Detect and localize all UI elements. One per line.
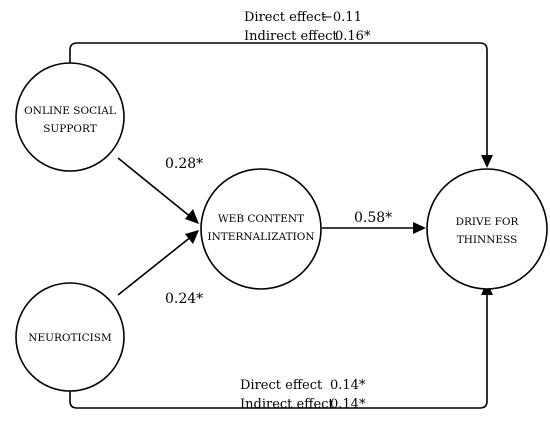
bottom-direct-effect-label: Direct effect: [240, 378, 323, 393]
neuro-to-wci-line: [117, 235, 193, 296]
node-label: ONLINE SOCIAL: [24, 105, 116, 117]
node-neuroticism: NEUROTICISM: [15, 282, 125, 392]
top-indirect-effect-value: 0.16*: [335, 29, 371, 44]
top-direct-effect-label: Direct effect: [244, 10, 327, 25]
top-direct-effect-value: −0.11: [322, 10, 362, 25]
neuro-to-wci-coefficient: 0.24*: [165, 291, 203, 307]
node-label: THINNESS: [457, 234, 518, 246]
wci-to-dft-arrowhead: [413, 222, 426, 234]
node-label: SUPPORT: [43, 123, 97, 135]
bottom-connector-line: [69, 292, 488, 409]
top-connector-line: [69, 42, 488, 158]
node-label: DRIVE FOR: [456, 216, 520, 228]
node-web-content-internalization: WEB CONTENT INTERNALIZATION: [200, 168, 322, 290]
bottom-indirect-effect-value: 0.14*: [330, 397, 366, 412]
oss-to-wci-arrowhead: [185, 209, 199, 224]
top-connector-arrowhead: [481, 155, 493, 168]
oss-to-wci-coefficient: 0.28*: [165, 156, 203, 172]
wci-to-dft-coefficient: 0.58*: [354, 210, 392, 226]
node-label: WEB CONTENT: [218, 213, 304, 225]
bottom-direct-effect-value: 0.14*: [330, 378, 366, 393]
node-drive-for-thinness: DRIVE FOR THINNESS: [426, 168, 548, 290]
node-online-social-support: ONLINE SOCIAL SUPPORT: [15, 62, 125, 172]
top-indirect-effect-label: Indirect effect: [244, 29, 338, 44]
node-label: INTERNALIZATION: [207, 231, 314, 243]
oss-to-wci-line: [117, 157, 193, 219]
neuro-to-wci-arrowhead: [185, 230, 199, 244]
bottom-indirect-effect-label: Indirect effect: [240, 397, 334, 412]
node-label: NEUROTICISM: [28, 332, 112, 344]
